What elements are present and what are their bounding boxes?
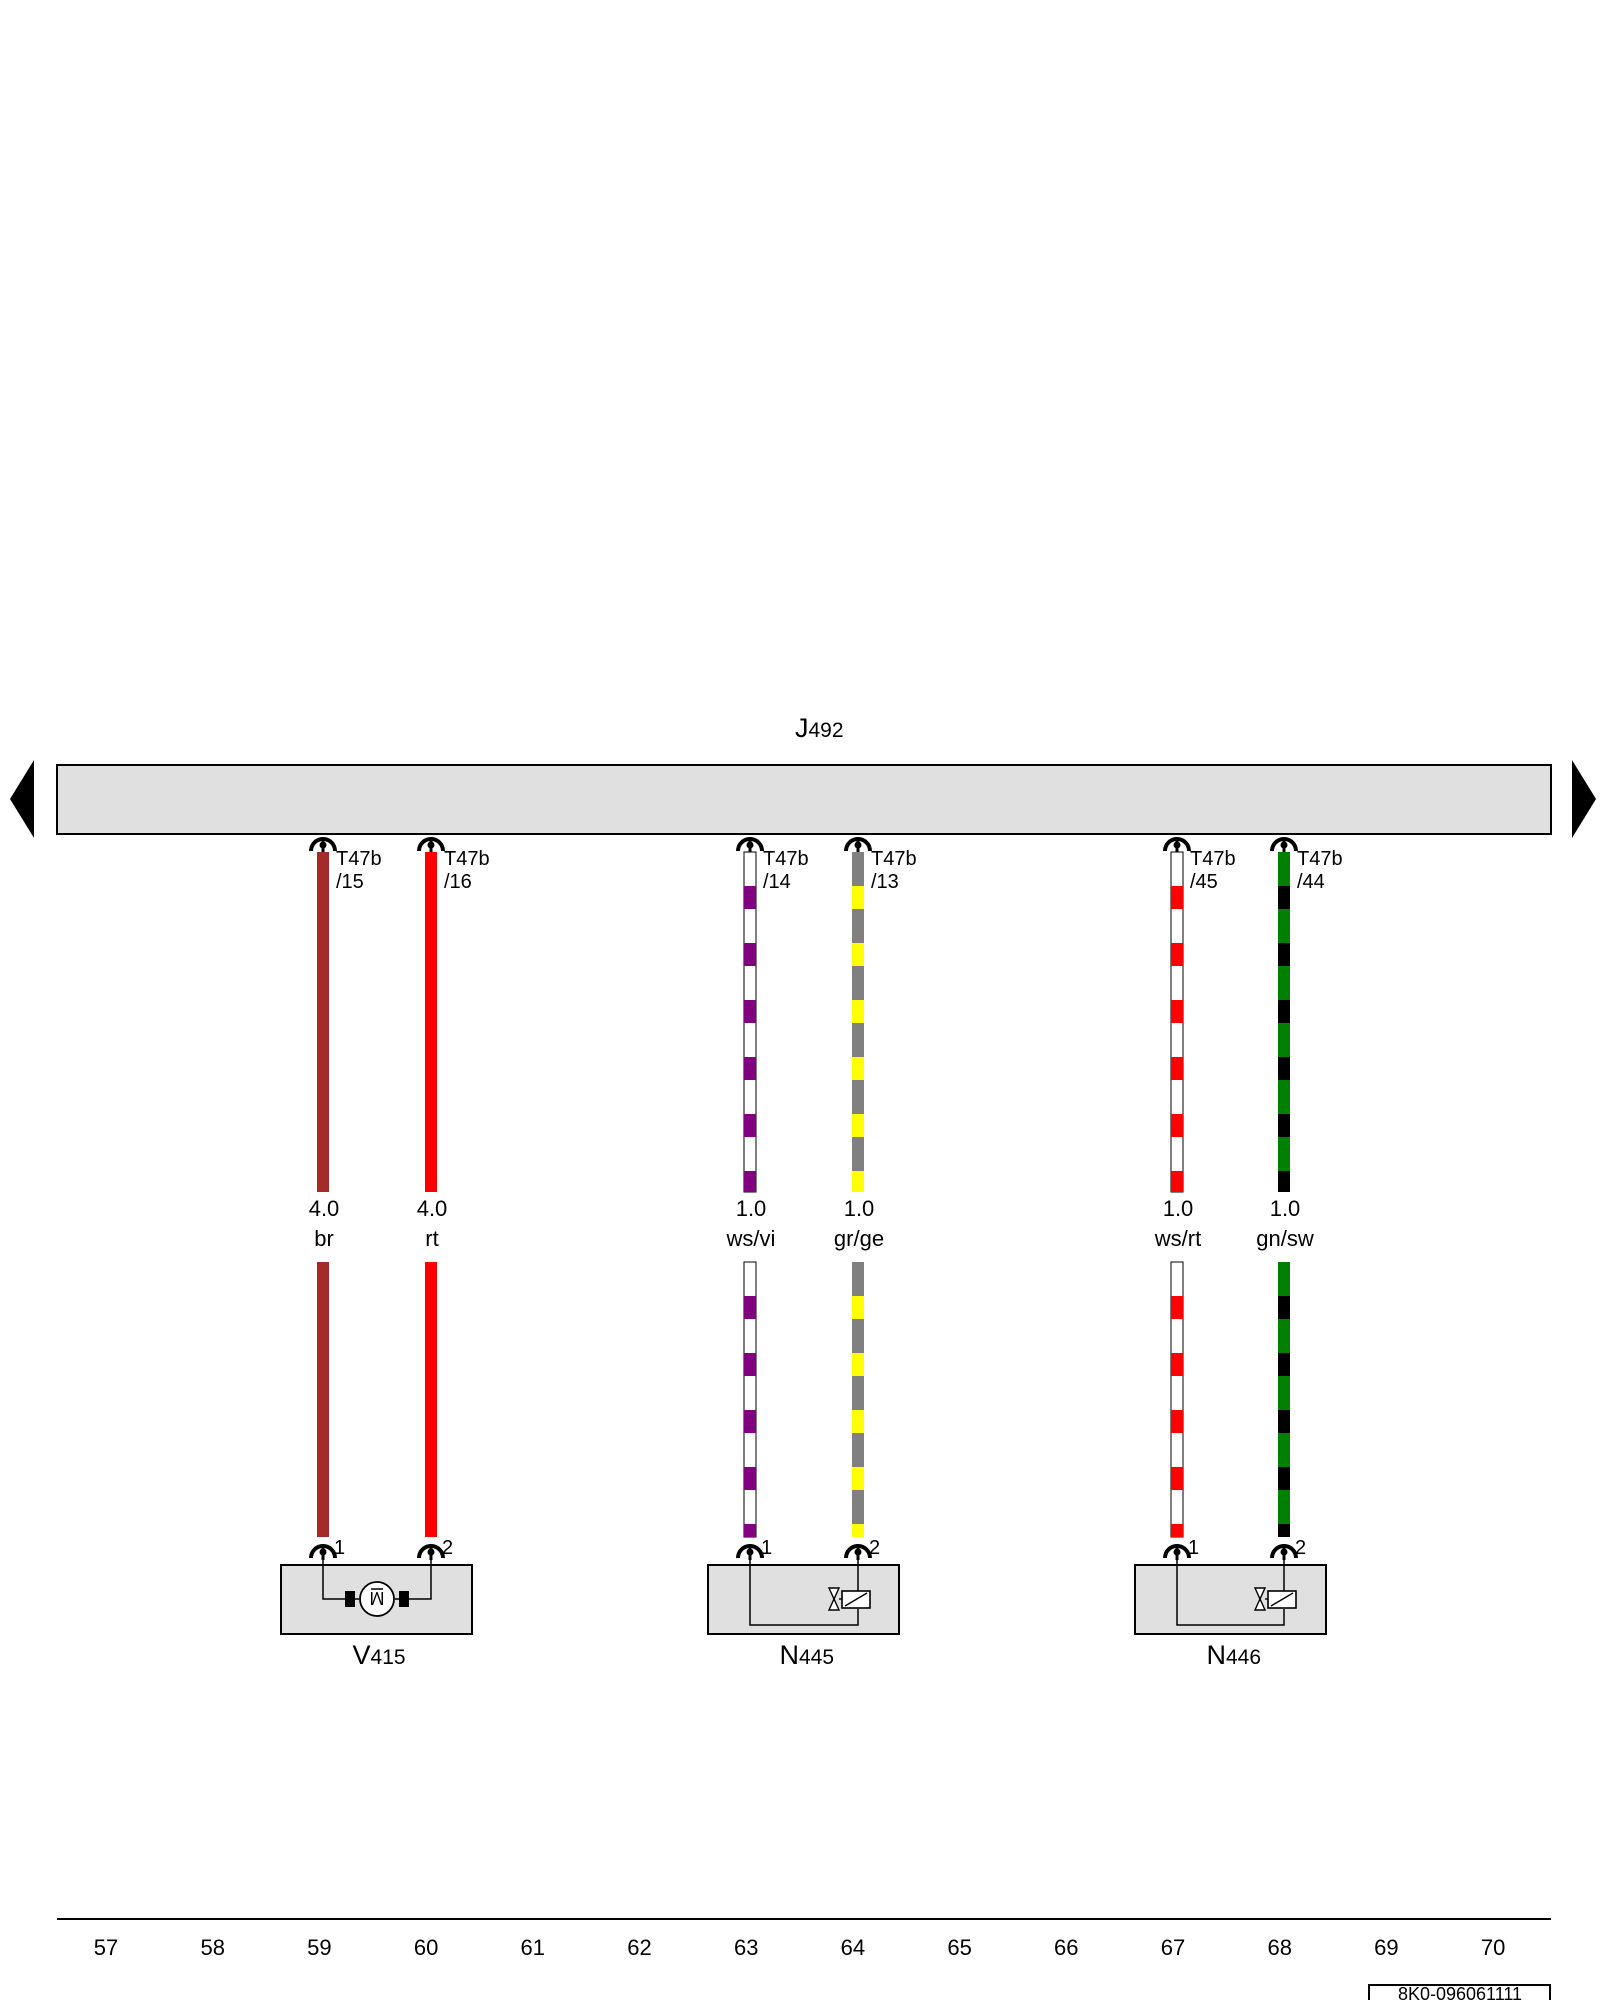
ruler-column-number: 66 <box>1054 1935 1078 1960</box>
component-pin-label: 1 <box>761 1537 772 1559</box>
wire-segment-upper <box>1170 851 1184 1193</box>
control-module-body <box>56 764 1552 835</box>
module-terminal-icon <box>309 837 337 853</box>
connector-label: T47b <box>1190 848 1236 870</box>
terminal-label: /15 <box>336 871 364 893</box>
wire-segment-upper <box>743 851 757 1193</box>
terminal-label: /44 <box>1297 871 1325 893</box>
ruler-column-number: 65 <box>947 1935 971 1960</box>
module-terminal-icon <box>844 837 872 853</box>
control-module-j492: J492 <box>56 713 1552 835</box>
component-label: N446 <box>1207 1640 1262 1670</box>
ruler-column-number: 57 <box>94 1935 118 1960</box>
ruler-column-number: 62 <box>627 1935 651 1960</box>
wire-segment-lower <box>425 1262 437 1537</box>
terminal-label: /45 <box>1190 871 1218 893</box>
ruler-column-number: 63 <box>734 1935 758 1960</box>
component-n445: N445 <box>707 1555 900 1670</box>
control-module-label: J492 <box>795 713 844 743</box>
component-n446: N446 <box>1134 1555 1327 1670</box>
wire-segment-lower <box>852 1262 864 1537</box>
wire-segment-lower <box>743 1261 757 1538</box>
terminal-label: /14 <box>763 871 791 893</box>
connector-label: T47b <box>871 848 917 870</box>
component-terminal-icon <box>309 1544 337 1560</box>
connector-label: T47b <box>336 848 382 870</box>
wire-color-code: gr/ge <box>834 1226 884 1251</box>
wire-size: 1.0 <box>1270 1196 1301 1221</box>
module-terminal-icon <box>736 837 764 853</box>
module-terminal-icon <box>1163 837 1191 853</box>
components-layer: M V415 N445 N446 <box>280 1555 1327 1670</box>
wire-gn-sw: T47b/44 1.0 gn/sw 2 <box>1256 837 1343 1560</box>
ruler-column-number: 67 <box>1161 1935 1185 1960</box>
valve-icon <box>749 1555 871 1626</box>
wire-rt: T47b/16 4.0 rt 2 <box>417 837 490 1560</box>
wire-gr-ge: T47b/13 1.0 gr/ge 2 <box>834 837 917 1560</box>
wire-segment-lower <box>1278 1262 1290 1537</box>
wire-size: 4.0 <box>309 1196 340 1221</box>
wire-size: 1.0 <box>736 1196 767 1221</box>
ruler-column-number: 69 <box>1374 1935 1398 1960</box>
terminal-label: /13 <box>871 871 899 893</box>
ruler-column-number: 61 <box>521 1935 545 1960</box>
wire-segment-upper <box>852 852 864 1192</box>
component-body <box>1134 1564 1327 1635</box>
wire-segment-lower <box>1170 1261 1184 1538</box>
wire-color-code: ws/rt <box>1154 1226 1201 1251</box>
wire-color-code: gn/sw <box>1256 1226 1314 1251</box>
ruler-column-number: 59 <box>307 1935 331 1960</box>
wire-segment-upper <box>425 852 437 1192</box>
module-terminal-icon <box>1270 837 1298 853</box>
wire-size: 1.0 <box>844 1196 875 1221</box>
column-ruler: 57 58 59 60 61 62 63 64 65 66 67 68 69 70 <box>57 1918 1551 1960</box>
ruler-column-number: 60 <box>414 1935 438 1960</box>
wire-color-code: br <box>314 1226 334 1251</box>
component-pin-label: 2 <box>1295 1537 1306 1559</box>
previous-page-arrow-icon[interactable] <box>10 760 34 838</box>
component-v415: M V415 <box>280 1555 473 1670</box>
svg-text:M: M <box>370 1588 385 1608</box>
wire-ws-rt: T47b/45 1.0 ws/rt 1 <box>1154 837 1236 1560</box>
wire-ws-vi: T47b/14 1.0 ws/vi 1 <box>726 837 809 1560</box>
wire-segment-lower <box>317 1262 329 1537</box>
wire-color-code: rt <box>425 1226 438 1251</box>
wire-color-code: ws/vi <box>726 1226 776 1251</box>
component-pin-label: 1 <box>1188 1537 1199 1559</box>
component-pin-label: 1 <box>334 1537 345 1559</box>
next-page-arrow-icon[interactable] <box>1572 760 1596 838</box>
connector-label: T47b <box>763 848 809 870</box>
wire-br: T47b/15 4.0 br 1 <box>309 837 382 1560</box>
component-pin-label: 2 <box>442 1537 453 1559</box>
connector-label: T47b <box>444 848 490 870</box>
wire-segment-upper <box>317 852 329 1192</box>
ruler-column-number: 70 <box>1481 1935 1505 1960</box>
component-label: N445 <box>780 1640 835 1670</box>
component-terminal-icon <box>417 1544 445 1560</box>
wires-layer: T47b/15 4.0 br 1 T47b/16 4.0 rt 2 T47b/14 1.0 ws/v… <box>309 837 1343 1560</box>
drawing-number-box: 8K0-096061111 <box>1368 1984 1551 2000</box>
component-pin-label: 2 <box>869 1537 880 1559</box>
ruler-column-number: 68 <box>1267 1935 1291 1960</box>
component-label: V415 <box>353 1640 406 1670</box>
wire-size: 4.0 <box>417 1196 448 1221</box>
terminal-label: /16 <box>444 871 472 893</box>
connector-label: T47b <box>1297 848 1343 870</box>
ruler-column-number: 64 <box>841 1935 865 1960</box>
wire-size: 1.0 <box>1163 1196 1194 1221</box>
valve-icon <box>1176 1555 1297 1626</box>
wire-segment-upper <box>1278 852 1290 1192</box>
motor-icon: M <box>322 1555 432 1617</box>
module-terminal-icon <box>417 837 445 853</box>
drawing-number: 8K0-096061111 <box>1398 1984 1522 2000</box>
ruler-column-number: 58 <box>200 1935 224 1960</box>
